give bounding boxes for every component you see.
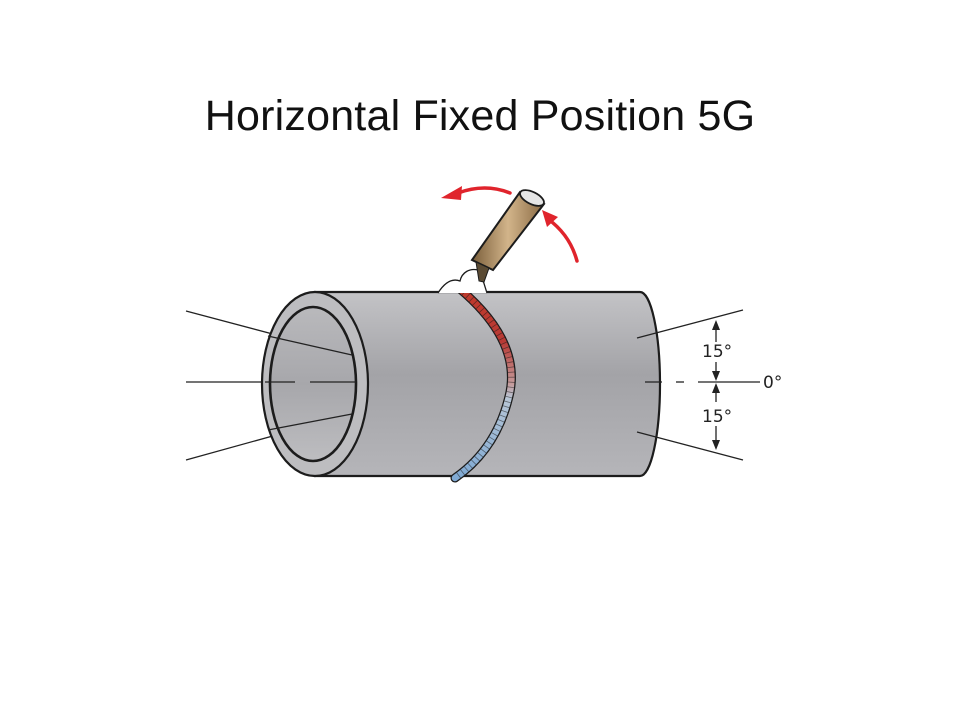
angle-label-lower: 15° — [702, 407, 732, 427]
dimension-arrowheads — [712, 320, 720, 450]
angle-label-center: 0° — [763, 373, 782, 393]
weld-bead — [450, 284, 516, 483]
angle-label-upper: 15° — [702, 342, 732, 362]
diagram-title: Horizontal Fixed Position 5G — [204, 92, 756, 140]
rotation-arrowheads — [441, 186, 558, 227]
pipe — [260, 290, 662, 478]
angle-reference-lines-inner — [265, 335, 356, 431]
electrode-holder-icon — [470, 189, 546, 283]
